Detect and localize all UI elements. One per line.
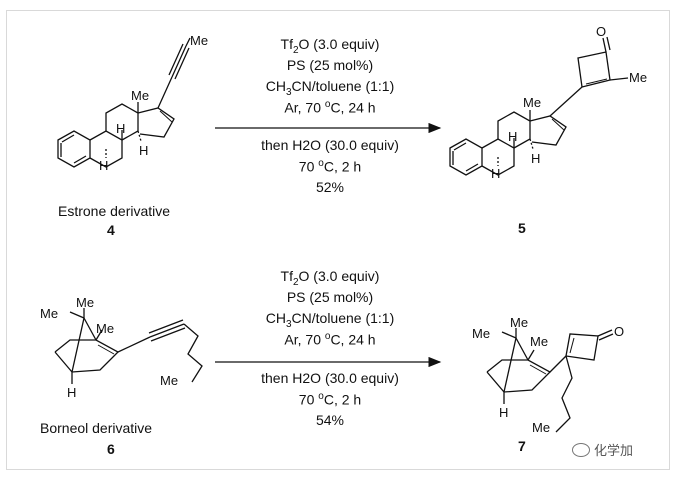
h-label: H [116,121,125,136]
me-label: Me [40,306,58,321]
h-label: H [67,385,76,400]
h-label: H [491,166,500,181]
h-label: H [99,158,108,173]
me-label: Me [472,326,490,341]
r2-cond-2: PS (25 mol%) [286,289,374,305]
r1-reactant-label: Estrone derivative [58,203,171,219]
r2-cond-4: Ar, 70 oC, 24 h [284,331,376,348]
product-5-structure [449,36,629,176]
estrone-derivative-structure [57,37,191,168]
r1-reactant-number: 4 [107,222,115,238]
r2-reactant-label: Borneol derivative [40,420,153,436]
me-label: Me [160,373,178,388]
me-label: Me [523,95,541,110]
me-label: Me [510,315,528,330]
o-label: O [614,324,624,339]
me-label: Me [96,321,114,336]
o-label: O [596,24,606,39]
r2-product-number: 7 [518,438,526,454]
r2-cond-6: 70 oC, 2 h [298,391,362,408]
r1-yield: 52% [315,179,345,195]
me-label: Me [76,295,94,310]
r2-yield: 54% [315,412,345,428]
r2-cond-3: CH3CN/toluene (1:1) [265,310,395,330]
watermark: 化学加 [572,440,633,459]
r2-cond-1: Tf2O (3.0 equiv) [280,268,380,288]
r2-reactant-number: 6 [107,441,115,457]
r1-cond-4: Ar, 70 oC, 24 h [284,99,376,116]
r1-cond-5: then H2O (30.0 equiv) [261,137,399,153]
product-7-structure [486,328,614,433]
figure-frame [6,10,670,470]
r2-cond-5: then H2O (30.0 equiv) [261,370,399,386]
r1-cond-1: Tf2O (3.0 equiv) [280,36,380,56]
me-label: Me [190,33,208,48]
r1-cond-6: 70 oC, 2 h [298,158,362,175]
h-label: H [139,143,148,158]
me-label: Me [629,70,647,85]
me-label: Me [530,334,548,349]
borneol-derivative-structure [54,308,203,384]
h-label: H [508,129,517,144]
r1-cond-2: PS (25 mol%) [286,57,374,73]
r1-product-number: 5 [518,220,526,236]
h-label: H [499,405,508,420]
wechat-bubble-icon [572,443,590,457]
me-label: Me [131,88,149,103]
r1-cond-3: CH3CN/toluene (1:1) [265,78,395,98]
me-label: Me [532,420,550,435]
h-label: H [531,151,540,166]
